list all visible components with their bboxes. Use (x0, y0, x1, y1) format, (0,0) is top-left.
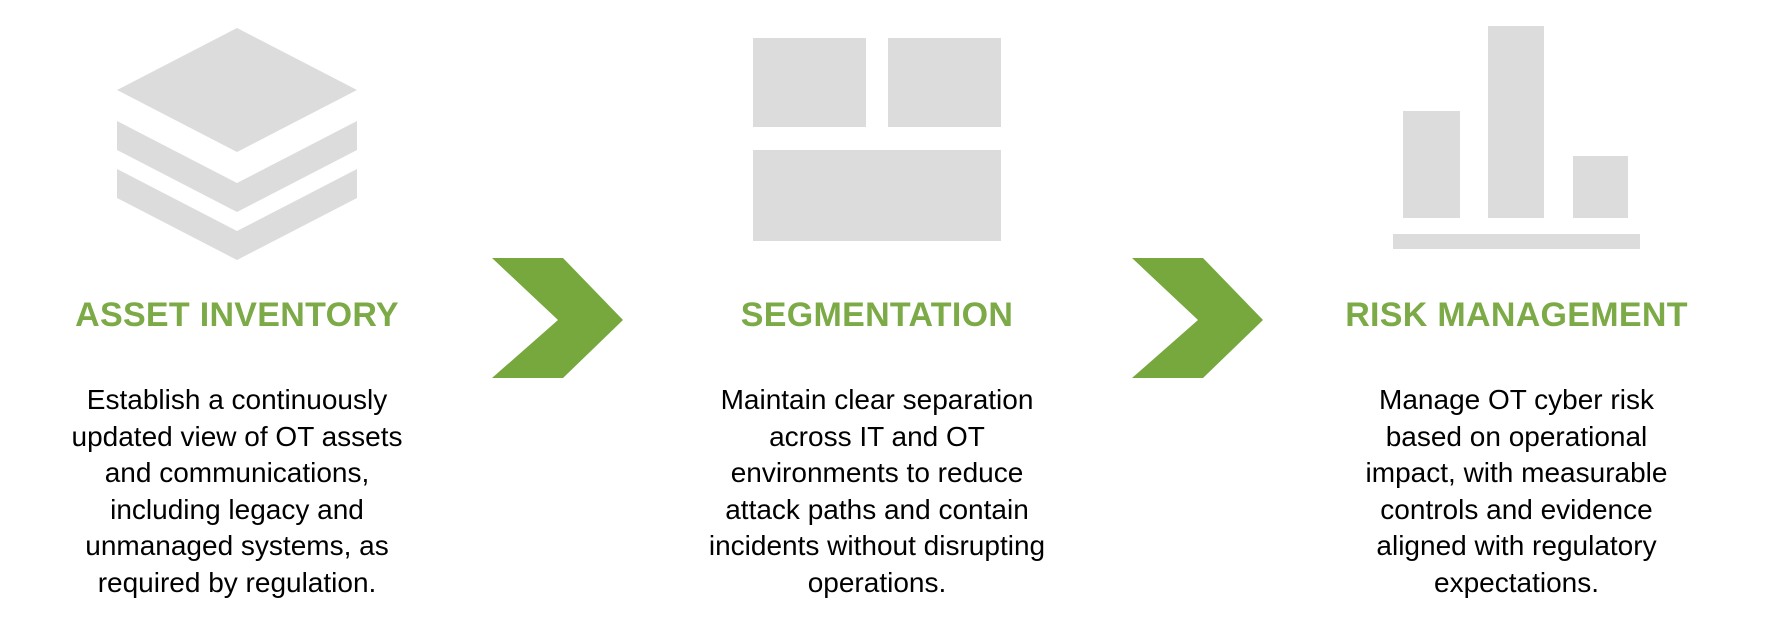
chevron-right-icon (492, 258, 623, 378)
segmented-blocks-icon (753, 38, 1001, 241)
step-title-risk-management: RISK MANAGEMENT (1345, 296, 1688, 334)
bar-chart-icon (1393, 26, 1640, 249)
step-column-risk-management: RISK MANAGEMENT Manage OT cyber risk bas… (1325, 0, 1708, 627)
step-description-asset-inventory: Establish a continuously updated view of… (71, 384, 403, 598)
step-description-risk-management: Manage OT cyber risk based on operationa… (1365, 384, 1668, 598)
step-title-asset-inventory: ASSET INVENTORY (75, 296, 399, 334)
step-column-segmentation: SEGMENTATION Maintain clear separation a… (665, 0, 1089, 627)
step-title-segmentation: SEGMENTATION (740, 296, 1014, 334)
chevron-right-icon (1132, 258, 1263, 378)
step-column-asset-inventory: ASSET INVENTORY Establish a continuously… (40, 0, 434, 627)
step-description-segmentation: Maintain clear separation across IT and … (708, 384, 1046, 598)
layers-stack-icon (117, 28, 357, 260)
